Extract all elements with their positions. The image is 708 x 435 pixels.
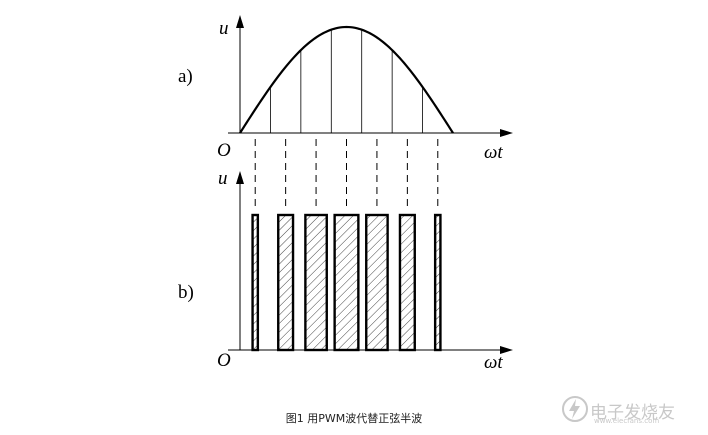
panel-b-label: b) — [178, 282, 194, 303]
pwm-diagram: u ωt O a) u ωt O b) — [178, 15, 513, 373]
pwm-pulses — [251, 213, 442, 352]
panel-a-origin-label: O — [217, 140, 231, 161]
panel-a-y-arrow — [236, 15, 244, 28]
panel-b-origin-label: O — [217, 350, 231, 371]
panel-a-y-label: u — [219, 18, 229, 39]
sine-half-wave — [239, 25, 454, 134]
panel-a-x-arrow — [500, 129, 513, 137]
pwm-pulse — [433, 213, 442, 352]
watermark-name: 电子发烧友 — [590, 403, 675, 423]
pwm-pulse — [398, 213, 416, 352]
pwm-pulse — [304, 213, 328, 352]
watermark-url: www.elecfans.com — [594, 417, 660, 425]
sine-divisions — [270, 29, 423, 133]
panel-b: u ωt O b) — [178, 168, 513, 373]
pwm-pulse — [333, 213, 360, 352]
panel-b-y-label: u — [218, 168, 228, 189]
dashed-connectors — [254, 139, 439, 210]
panel-b-x-arrow — [500, 346, 513, 354]
panel-a-x-label: ωt — [484, 142, 503, 163]
panel-a: u ωt O a) — [178, 15, 513, 163]
panel-b-x-label: ωt — [484, 352, 503, 373]
pwm-pulse — [251, 213, 260, 352]
pwm-pulse — [365, 213, 389, 352]
pwm-pulse — [277, 213, 295, 352]
panel-b-y-arrow — [236, 171, 244, 184]
figure-caption: 图1 用PWM波代替正弦半波 — [285, 412, 423, 425]
lightning-plug-icon — [562, 396, 588, 422]
watermark: 电子发烧友 www.elecfans.com — [560, 392, 700, 426]
panel-a-label: a) — [178, 66, 193, 87]
